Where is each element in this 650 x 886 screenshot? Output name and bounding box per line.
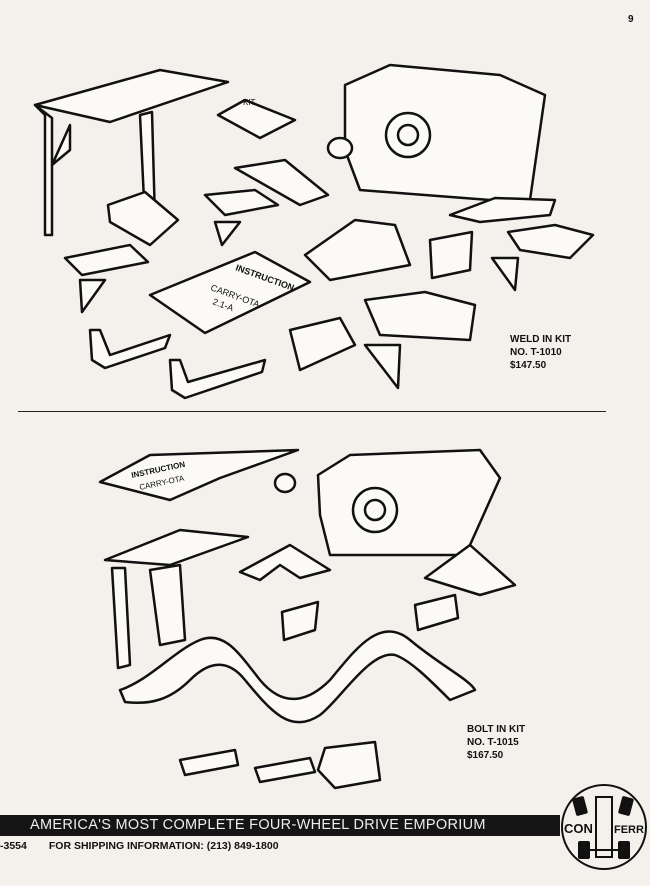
kit-name: WELD IN KIT — [510, 334, 572, 345]
svg-text:FERR: FERR — [614, 824, 644, 836]
phone-fragment: -3554 — [0, 840, 27, 852]
kit-name: BOLT IN KIT — [467, 724, 526, 735]
kit-number: NO. T-1015 — [467, 737, 519, 748]
weld-kit-parts: INSTRUCTION CARRY-OTA 2.1-A KIT — [33, 63, 595, 400]
svg-text:CON: CON — [564, 821, 593, 836]
kit-price: $167.50 — [467, 750, 504, 761]
shipping-info: -3554 FOR SHIPPING INFORMATION: (213) 849… — [0, 840, 301, 852]
con-ferr-logo: CON FERR — [561, 784, 647, 870]
svg-text:KIT: KIT — [243, 98, 256, 107]
kit-number: NO. T-1010 — [510, 347, 562, 358]
page-number: 9 — [628, 14, 634, 25]
bolt-kit-label: BOLT IN KIT NO. T-1015 $167.50 — [467, 723, 525, 762]
weld-kit-label: WELD IN KIT NO. T-1010 $147.50 — [510, 333, 571, 372]
footer-banner: AMERICA'S MOST COMPLETE FOUR-WHEEL DRIVE… — [0, 815, 560, 836]
section-divider — [18, 411, 606, 412]
bolt-kit-parts: INSTRUCTION CARRY-OTA — [98, 448, 517, 790]
kit-price: $147.50 — [510, 360, 547, 371]
shipping-text: FOR SHIPPING INFORMATION: (213) 849-1800 — [48, 840, 279, 852]
